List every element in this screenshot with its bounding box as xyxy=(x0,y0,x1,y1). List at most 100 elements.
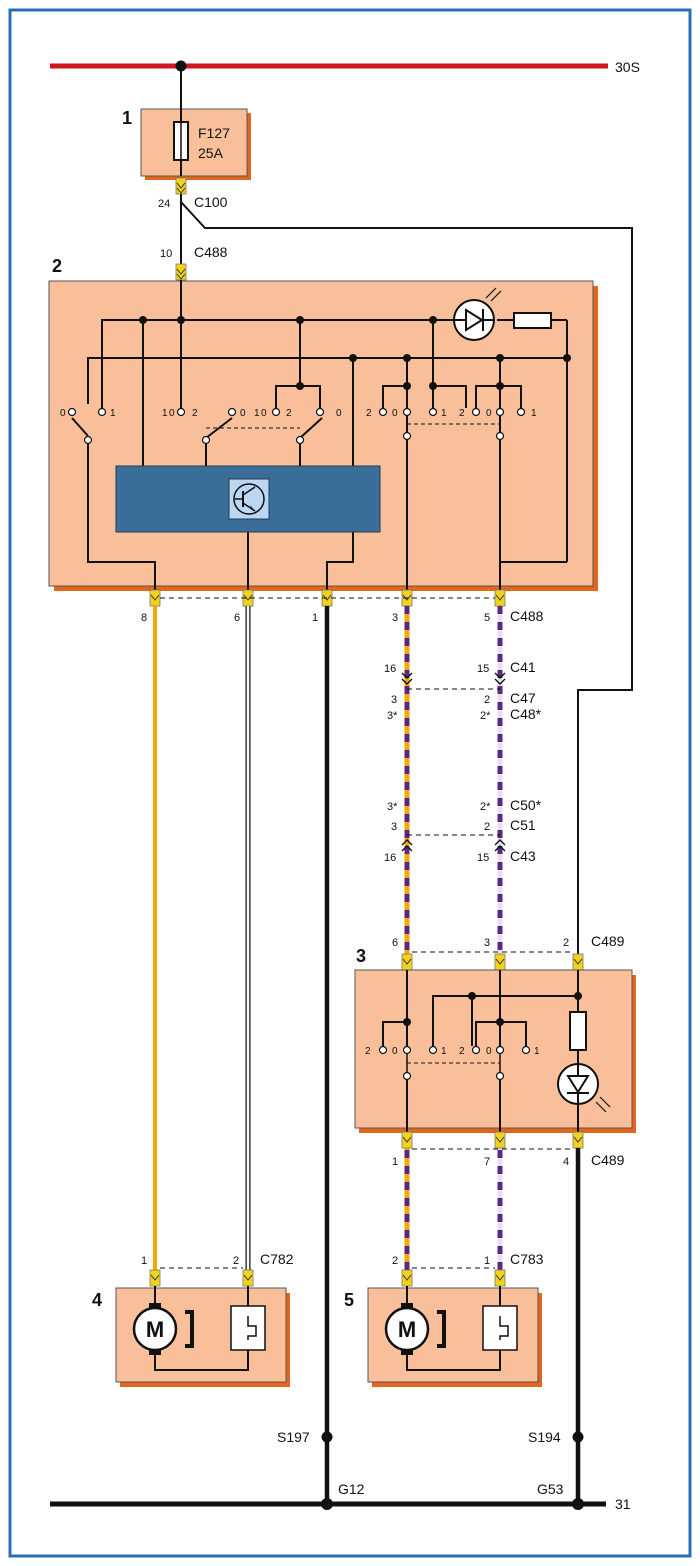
sw-mid-0: 1 xyxy=(162,408,168,419)
connector-c51: C51 xyxy=(510,817,536,833)
connector-c782 xyxy=(149,1269,254,1287)
motor-left-icon: M xyxy=(132,1303,194,1355)
fuse-name: F127 xyxy=(198,125,230,141)
splice-left-label: S197 xyxy=(277,1429,310,1445)
rear-sw-a-2: 2 xyxy=(365,1046,371,1057)
wire-fuse-to-rear-switch xyxy=(180,201,633,954)
harness-left-pin-3: 3* xyxy=(387,801,398,813)
supply-label: 30S xyxy=(615,59,640,75)
harness-right-pin-2: 2* xyxy=(480,710,491,722)
thermal-switch-right-icon xyxy=(482,1305,518,1351)
ground-left-label: G12 xyxy=(338,1481,365,1497)
rear-resistor-icon xyxy=(569,1011,587,1051)
motor-right-wiring xyxy=(406,1286,501,1371)
harness-right-pin-3: 2* xyxy=(480,801,491,813)
module-index: 2 xyxy=(52,256,62,276)
sw-rb-1: 1 xyxy=(531,408,537,419)
sw-mid-7: 0 xyxy=(336,408,342,419)
module-junction-dots xyxy=(139,316,571,390)
rear-sw-b-0: 0 xyxy=(486,1046,492,1057)
fuse-block xyxy=(140,108,248,177)
fuse-pin: 24 xyxy=(158,198,170,210)
fuse-index: 1 xyxy=(122,108,132,128)
motor-right-pin-2: 2 xyxy=(392,1255,398,1267)
switch-contacts xyxy=(67,407,526,445)
motor-left-pin-1: 1 xyxy=(141,1255,147,1267)
harness-right-pin-0: 15 xyxy=(477,663,489,675)
harness-right-pin-4: 2 xyxy=(484,821,490,833)
rear-bottom-pin-7: 7 xyxy=(484,1156,490,1168)
sw-left-0: 0 xyxy=(60,408,66,419)
connector-c41: C41 xyxy=(510,659,536,675)
sw-mid-4: 1 xyxy=(254,408,260,419)
harness-left-pin-0: 16 xyxy=(384,663,396,675)
harness-left-pin-4: 3 xyxy=(391,821,397,833)
fuse-rating: 25A xyxy=(198,145,224,161)
sw-ra-0: 0 xyxy=(392,408,398,419)
sw-rb-2: 2 xyxy=(459,408,465,419)
module-pin-5: 5 xyxy=(484,612,490,624)
module-pin-1: 1 xyxy=(312,612,318,624)
connector-c100-pin24 xyxy=(175,177,187,195)
module-pin-6: 6 xyxy=(234,612,240,624)
fuse-connector: C100 xyxy=(194,194,228,210)
indicator-led-icon xyxy=(453,287,502,341)
switch-module xyxy=(48,280,594,587)
rear-top-pin-6: 6 xyxy=(392,937,398,949)
connector-c489-top xyxy=(401,953,584,971)
transistor-icon xyxy=(228,478,270,520)
sw-rb-0: 0 xyxy=(486,408,492,419)
motor-left-pin-2: 2 xyxy=(233,1255,239,1267)
sw-mid-1: 0 xyxy=(169,408,175,419)
module-pin-3: 3 xyxy=(392,612,398,624)
motor-right-icon: M xyxy=(384,1303,446,1355)
ground-label: 31 xyxy=(615,1496,631,1512)
splice-right-label: S194 xyxy=(528,1429,561,1445)
harness-right-pin-1: 2 xyxy=(484,694,490,706)
rear-switch-dots xyxy=(403,992,582,1026)
module-input-pin: 10 xyxy=(160,248,172,260)
connector-c488-pin10 xyxy=(175,263,187,281)
module-out-connector: C488 xyxy=(510,608,544,624)
connector-c783 xyxy=(401,1269,506,1287)
rear-top-connector: C489 xyxy=(591,933,625,949)
motor-left-index: 4 xyxy=(92,1290,102,1310)
ground-g53 xyxy=(572,1498,584,1510)
connector-c489-bottom xyxy=(401,1131,584,1149)
rear-bottom-connector: C489 xyxy=(591,1152,625,1168)
rear-sw-b-2: 2 xyxy=(459,1046,465,1057)
resistor-icon xyxy=(513,312,552,329)
module-input-connector: C488 xyxy=(194,244,228,260)
splice-s194 xyxy=(572,1431,584,1443)
ground-right-label: G53 xyxy=(537,1481,564,1497)
module-pin-8: 8 xyxy=(141,612,147,624)
rear-sw-a-0: 0 xyxy=(392,1046,398,1057)
sw-mid-6: 2 xyxy=(286,408,292,419)
connector-c47: C47 xyxy=(510,690,536,706)
rear-sw-a-1: 1 xyxy=(441,1046,447,1057)
rear-bottom-pin-4: 4 xyxy=(563,1156,569,1168)
motor-right-index: 5 xyxy=(344,1290,354,1310)
sw-left-1: 1 xyxy=(110,408,116,419)
splice-s197 xyxy=(321,1431,333,1443)
sw-ra-1: 1 xyxy=(441,408,447,419)
motor-left-connector: C782 xyxy=(260,1251,294,1267)
motor-right-symbol: M xyxy=(398,1317,416,1342)
rear-led-icon xyxy=(557,1063,611,1113)
connector-c43: C43 xyxy=(510,848,536,864)
ground-g12 xyxy=(321,1498,333,1510)
rear-bottom-pin-1: 1 xyxy=(392,1156,398,1168)
motor-right-pin-1: 1 xyxy=(484,1255,490,1267)
sw-ra-2: 2 xyxy=(366,408,372,419)
sw-mid-5: 0 xyxy=(261,408,267,419)
rear-top-pin-3: 3 xyxy=(484,937,490,949)
thermal-switch-left-icon xyxy=(230,1305,266,1351)
inline-connector-marks xyxy=(401,672,506,852)
sw-mid-2: 2 xyxy=(192,408,198,419)
harness-left-pin-1: 3 xyxy=(391,694,397,706)
sw-mid-3: 0 xyxy=(240,408,246,419)
harness-left-pin-5: 16 xyxy=(384,852,396,864)
rear-switch-index: 3 xyxy=(356,946,366,966)
connector-c48: C48* xyxy=(510,706,542,722)
